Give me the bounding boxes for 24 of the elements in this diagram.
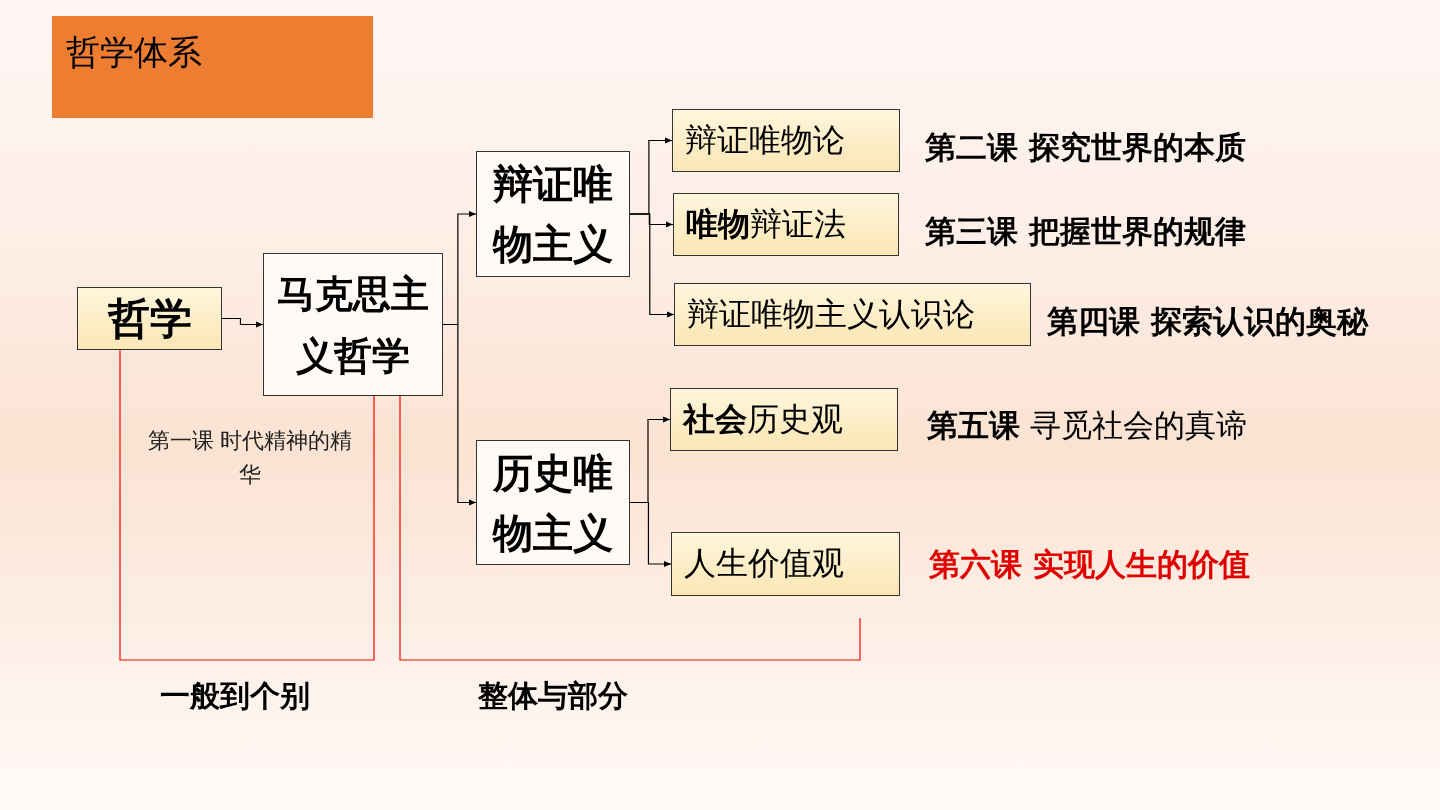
arrow [629,501,672,567]
arrow [442,323,477,506]
lesson-title: 第六课 实现人生的价值 [929,545,1250,584]
arrow [221,317,264,328]
concept-box: 辩证唯物主义认识论 [674,283,1031,346]
concept-box: 唯物辩证法 [673,193,899,256]
concept-box: 辩证唯物论 [672,109,900,172]
bracket-line [399,395,861,661]
lesson-note: 第一课 时代精神的精华 [146,427,354,489]
concept-box: 马克思主义哲学 [263,253,443,396]
relation-label: 整体与部分 [478,677,628,715]
lesson-title: 第五课 寻觅社会的真谛 [927,406,1247,445]
title-box: 哲学体系 [52,16,373,118]
concept-box: 社会历史观 [670,388,898,451]
concept-box: 人生价值观 [671,532,900,596]
lesson-title: 第二课 探究世界的本质 [925,128,1246,167]
concept-box: 哲学 [77,287,222,350]
concept-box: 辩证唯物主义 [476,151,630,277]
arrow [629,213,675,318]
concept-box: 历史唯物主义 [476,440,630,565]
lesson-title: 第四课 探索认识的奥秘 [1047,302,1368,341]
relation-label: 一般到个别 [160,677,310,715]
bracket-line [119,349,375,661]
lesson-title: 第三课 把握世界的规律 [925,212,1246,251]
